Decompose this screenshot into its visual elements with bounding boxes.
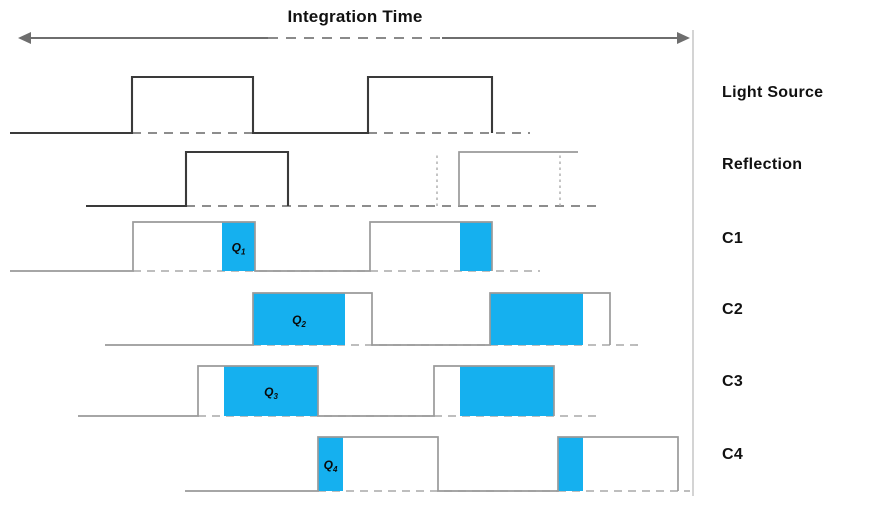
waveform-row-c4 bbox=[185, 436, 690, 492]
charge-region-c4-1 bbox=[558, 437, 583, 491]
figure-title: Integration Time bbox=[287, 7, 422, 26]
integration-arrow-head-right bbox=[677, 32, 690, 44]
charge-region-c1-0 bbox=[222, 222, 255, 271]
charge-region-c1-1 bbox=[460, 222, 492, 271]
waveform-row-c2 bbox=[105, 292, 640, 346]
row-label-c1: C1 bbox=[722, 230, 743, 247]
integration-arrow-head-left bbox=[18, 32, 31, 44]
waveform-path-c1 bbox=[10, 221, 493, 272]
row-label-c2: C2 bbox=[722, 301, 743, 318]
charge-region-c2-0 bbox=[253, 293, 345, 345]
charge-label-c1: Q1 bbox=[232, 241, 246, 257]
charge-region-c3-1 bbox=[460, 366, 554, 416]
integration-time-arrow bbox=[18, 32, 690, 44]
row-label-c4: C4 bbox=[722, 446, 743, 463]
waveform-row-c3 bbox=[78, 365, 600, 417]
waveform-path-reflection bbox=[86, 150, 290, 208]
charge-region-c2-1 bbox=[490, 293, 583, 345]
row-label-reflection: Reflection bbox=[722, 156, 802, 173]
waveform-row-light-source bbox=[10, 75, 530, 135]
charge-label-c3: Q3 bbox=[264, 385, 278, 401]
charge-region-c4-0 bbox=[318, 437, 343, 491]
waveform-path-c4 bbox=[185, 436, 679, 492]
row-label-c3: C3 bbox=[722, 373, 743, 390]
waveform-path-c2 bbox=[105, 292, 611, 346]
waveform-path-light-source bbox=[10, 75, 494, 135]
charge-region-c3-0 bbox=[224, 366, 318, 416]
charge-label-c2: Q2 bbox=[292, 313, 306, 329]
waveform-row-c1 bbox=[10, 221, 540, 272]
ghost-pulse-reflection-0 bbox=[458, 151, 578, 206]
charge-label-c4: Q4 bbox=[324, 458, 338, 474]
waveform-row-reflection bbox=[86, 150, 600, 208]
row-label-light-source: Light Source bbox=[722, 84, 823, 101]
waveform-path-c3 bbox=[78, 365, 555, 417]
